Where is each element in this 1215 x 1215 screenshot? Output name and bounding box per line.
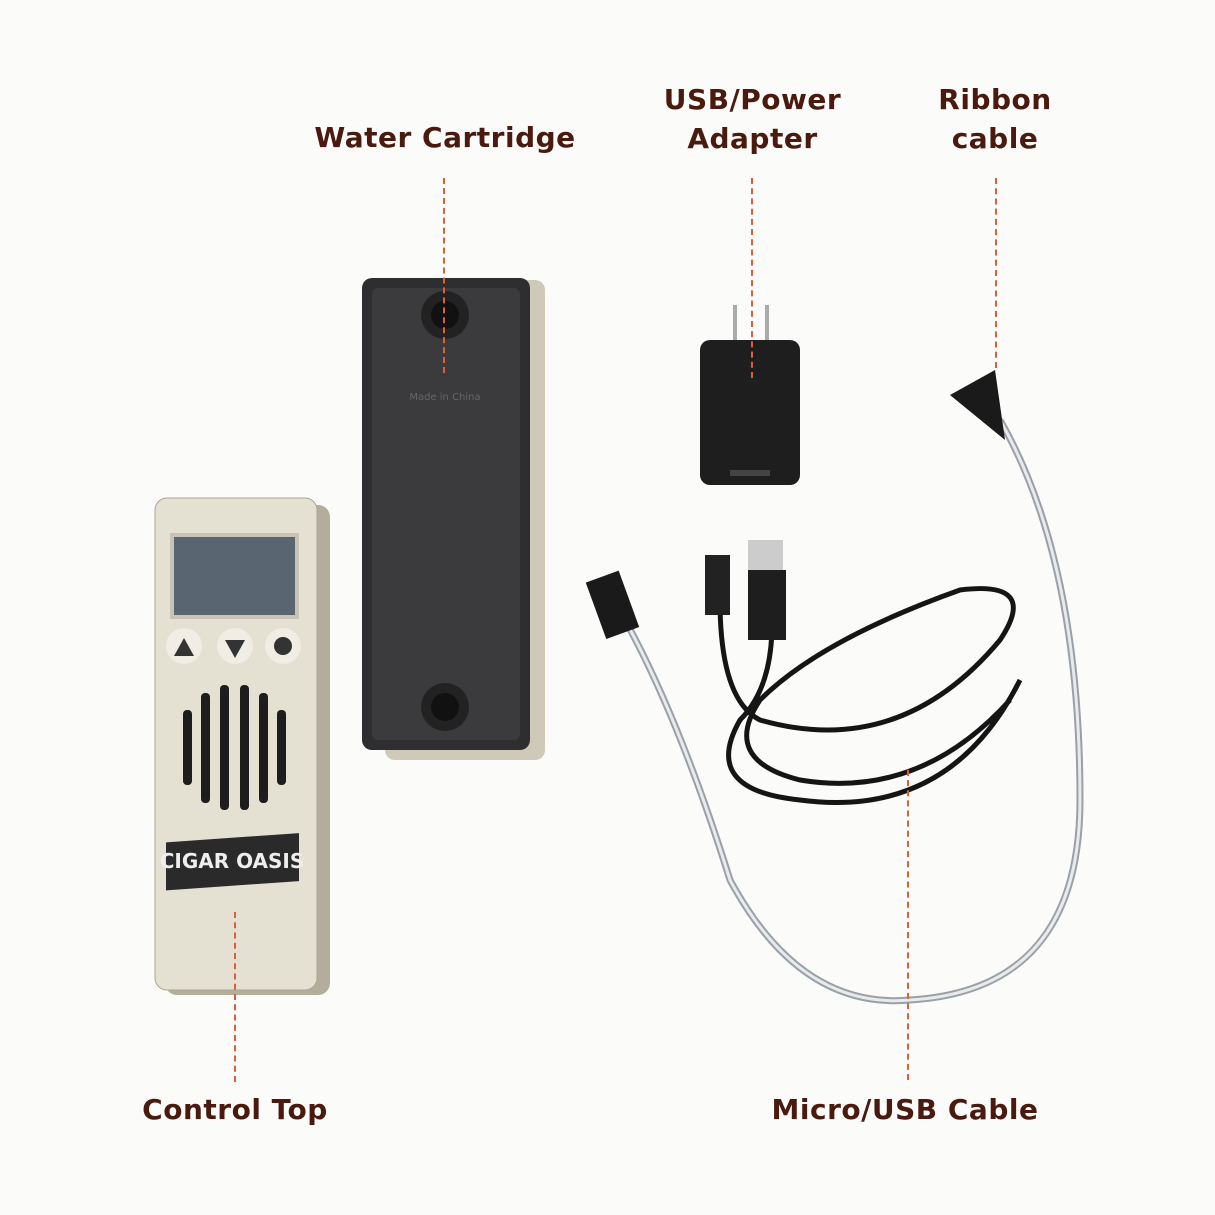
leader-control-top bbox=[234, 912, 236, 1082]
circle-button-icon bbox=[274, 637, 292, 655]
label-line: USB/Power bbox=[663, 83, 842, 116]
cartridge-marking: Made in China bbox=[409, 392, 480, 403]
control-top: CIGAR OASIS bbox=[154, 497, 330, 995]
label-micro-usb-cable: Micro/USB Cable bbox=[771, 1093, 1039, 1126]
cables bbox=[585, 370, 1084, 1005]
down-arrow-icon bbox=[225, 640, 245, 658]
leader-micro-usb-cable bbox=[907, 770, 909, 1080]
usb-power-adapter bbox=[700, 305, 800, 485]
up-arrow-icon bbox=[174, 638, 194, 656]
leader-ribbon-cable bbox=[995, 178, 997, 368]
label-line: Adapter bbox=[687, 122, 818, 155]
leader-water-cartridge bbox=[443, 178, 445, 373]
water-cartridge: Made in China bbox=[362, 278, 545, 760]
label-line: cable bbox=[951, 122, 1039, 155]
leader-usb-power-adapter bbox=[751, 178, 753, 378]
label-line: Ribbon bbox=[938, 83, 1052, 116]
label-water-cartridge: Water Cartridge bbox=[314, 121, 576, 154]
label-usb-power-adapter: USB/Power Adapter bbox=[640, 80, 865, 158]
brand-logo: CIGAR OASIS bbox=[160, 849, 305, 873]
label-ribbon-cable: Ribbon cable bbox=[920, 80, 1070, 158]
label-control-top: Control Top bbox=[142, 1093, 328, 1126]
